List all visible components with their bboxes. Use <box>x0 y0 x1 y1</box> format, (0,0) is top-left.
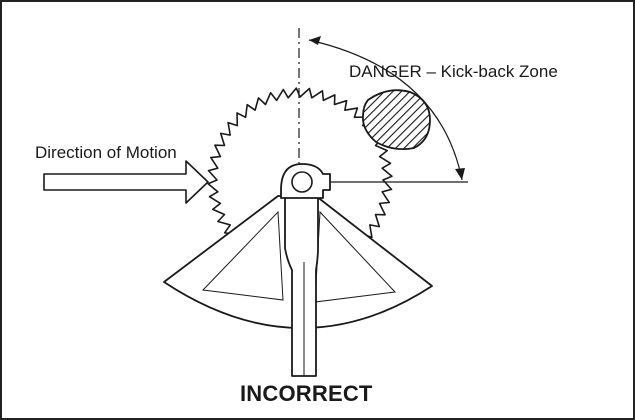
danger-zone-label: DANGER – Kick-back Zone <box>349 62 558 81</box>
trimmer-shaft <box>284 194 319 377</box>
right-arrow-icon <box>43 160 209 204</box>
blade-hub <box>291 171 313 193</box>
arc-arrowhead-top <box>309 36 321 45</box>
danger-zone-icon <box>362 89 431 151</box>
kickback-angle-arc <box>308 39 463 181</box>
arc-arrowhead-bottom <box>455 168 465 180</box>
direction-of-motion-label: Direction of Motion <box>35 143 177 162</box>
incorrect-label: INCORRECT <box>240 381 373 406</box>
guard-ridge-left <box>201 210 284 301</box>
